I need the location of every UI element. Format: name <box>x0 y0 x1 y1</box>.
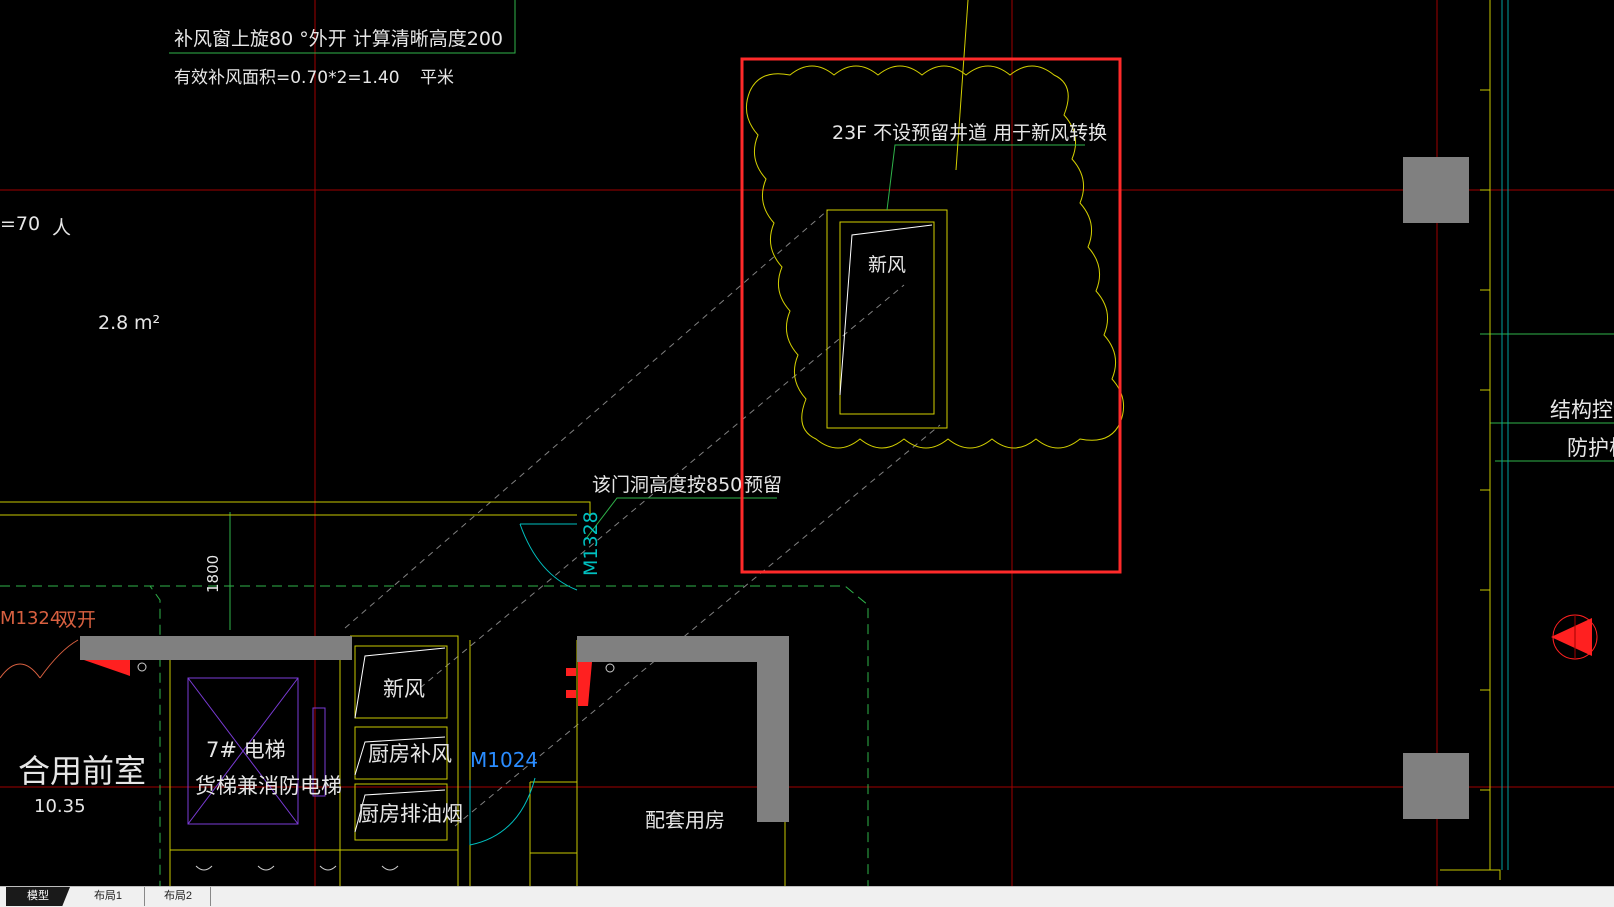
tab-layout1-label: 布局1 <box>93 890 123 902</box>
shaft-note: 23F 不设预留井道 用于新风转换 <box>832 122 1108 144</box>
window-note-2-unit: 平米 <box>420 68 454 88</box>
tab-model[interactable]: 模型 <box>6 887 70 906</box>
fixture-b2 <box>257 865 275 871</box>
right-wall-foot <box>1440 869 1501 880</box>
diagonal-guide-3 <box>419 284 905 689</box>
fire-mark-3 <box>566 668 576 676</box>
doors <box>0 523 578 846</box>
bottom-fixtures <box>195 865 399 871</box>
fixture-b4 <box>381 865 399 871</box>
column-2 <box>1403 753 1469 819</box>
fire-mark-1 <box>84 660 130 676</box>
section-marker-arrow <box>1551 618 1592 656</box>
vertical-leader <box>955 0 969 171</box>
fixture-b3 <box>319 865 337 871</box>
window-note-1: 补风窗上旋80 °外开 计算清晰高度200 <box>174 28 504 50</box>
structural <box>80 157 1469 822</box>
shaft-column-wall <box>350 635 459 886</box>
tab-layout2[interactable]: 布局2 <box>146 887 211 906</box>
shaft-inner <box>839 221 935 415</box>
wall-top-1 <box>0 501 591 520</box>
fresh-air-shaft <box>826 209 948 429</box>
revision-cloud <box>745 65 1125 449</box>
shaft-kitchen-exhaust-box <box>354 783 448 841</box>
diagonal-guide-1 <box>344 209 829 629</box>
door-left-type: 双开 <box>58 609 97 631</box>
room-front-elev: 10.35 <box>34 796 86 817</box>
area-unit: m² <box>134 312 161 334</box>
door-left-swing-2 <box>39 639 79 679</box>
note-frame-line <box>169 0 516 54</box>
door-m1328-swing <box>519 523 578 591</box>
fixture-2 <box>605 663 615 673</box>
elevator-label-2: 货梯兼消防电梯 <box>195 774 342 798</box>
tab-layout2-label: 布局2 <box>163 890 193 902</box>
area-value: 2.8 <box>98 312 129 334</box>
beam-right <box>577 636 789 822</box>
fire-marks <box>84 660 592 706</box>
elevator-label-1: 7# 电梯 <box>206 738 286 762</box>
occupancy-unit: 人 <box>52 217 72 239</box>
diagonal-guides <box>344 209 941 827</box>
shaft-break-2 <box>354 736 446 776</box>
fixture-b1 <box>195 865 213 871</box>
layout-tab-bar: 模型 布局1 布局2 <box>0 886 1614 907</box>
highlight-box <box>740 57 1122 574</box>
occupancy-value: =70 <box>0 213 41 235</box>
cad-drawing <box>0 0 1614 886</box>
elevator-car <box>187 677 299 825</box>
shaft-kitchen-supply-box <box>354 726 448 780</box>
shaft-outer <box>826 209 948 429</box>
walls <box>0 501 869 886</box>
right-text-2: 防护栏 <box>1567 436 1614 460</box>
elevator <box>187 677 326 825</box>
wall-dashed-right <box>590 585 869 886</box>
shaft-break-1 <box>354 647 446 719</box>
dimension-1800: 1800 <box>204 554 222 593</box>
elevator-counterweight <box>312 707 326 797</box>
right-text-1: 结构控制 <box>1550 398 1614 422</box>
right-wall <box>1440 0 1509 880</box>
shaft-fresh-air-label: 新风 <box>383 677 425 701</box>
door-tag-left: M1324 <box>0 608 62 629</box>
cad-drawing-canvas[interactable]: 补风窗上旋80 °外开 计算清晰高度200 有效补风面积=0.70*2=1.40… <box>0 0 1614 886</box>
door-height-note-suffix: 预留 <box>744 474 783 496</box>
door-left-swing-1 <box>0 663 41 679</box>
cloud-outline <box>745 65 1125 449</box>
wall-dashed-left <box>0 585 161 886</box>
door-height-note: 该门洞高度按850 <box>592 474 743 496</box>
tab-model-label: 模型 <box>27 890 49 902</box>
shaft-break-line <box>839 224 933 396</box>
column-1 <box>1403 157 1469 223</box>
door-note-leader <box>584 497 777 541</box>
door-tag-m1024: M1024 <box>470 748 539 772</box>
section-marker <box>1551 614 1598 660</box>
axis-lines <box>0 0 1614 886</box>
elevator-x-2 <box>187 677 299 825</box>
beam-left <box>80 636 352 660</box>
leader-lines <box>229 0 1614 630</box>
room-ancillary: 配套用房 <box>645 808 725 832</box>
shaft-kitchen-supply-label: 厨房补风 <box>368 742 452 766</box>
shaft-breaks <box>354 647 446 833</box>
fixture-1 <box>137 662 147 672</box>
shaft-leader <box>886 144 1085 211</box>
shaft-break-3 <box>354 789 446 833</box>
shaft-kitchen-exhaust-label: 厨房排油烟 <box>358 802 463 826</box>
note-frame <box>169 0 516 54</box>
window-note-2: 有效补风面积=0.70*2=1.40 <box>174 68 400 88</box>
tab-layout1[interactable]: 布局1 <box>72 887 145 906</box>
fire-mark-2 <box>578 662 592 706</box>
fire-mark-4 <box>566 690 576 698</box>
room-front: 合用前室 <box>18 752 147 790</box>
door-m1024-swing <box>469 777 536 846</box>
door-tag-m1328: M1328 <box>580 511 602 576</box>
diagonal-guide-2 <box>454 424 941 827</box>
shaft-fresh-air-box <box>354 645 448 719</box>
shaft-label: 新风 <box>868 254 907 276</box>
